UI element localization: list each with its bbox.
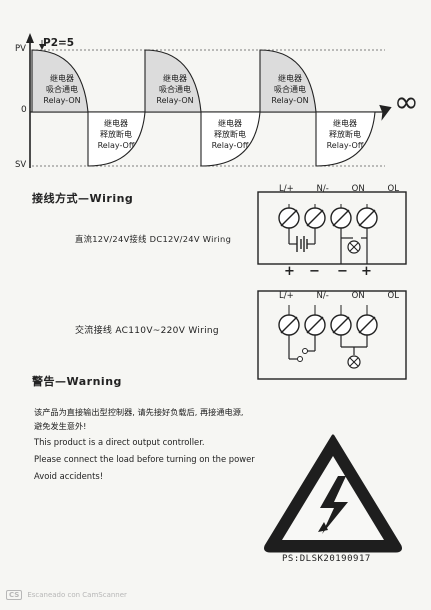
ac-terminal-block: L/+ N/- ON OL bbox=[257, 285, 407, 381]
dc-terminal-block: L/+ N/- ON OL + − − + bbox=[257, 184, 407, 282]
relay-off-hump-2 bbox=[200, 111, 261, 167]
warning-cn-text: 该产品为直接输出型控制器, 请先接好负载后, 再接通电源, 避免发生意外! bbox=[34, 405, 394, 433]
ac-terminal-label-on: ON bbox=[351, 291, 365, 301]
ac-wiring-label: 交流接线 AC110V~220V Wiring bbox=[75, 326, 219, 336]
warning-title: 警告—Warning bbox=[32, 375, 122, 388]
dc-polarity-minus-1: − bbox=[309, 264, 320, 279]
ps-code: PS:DLSK20190917 bbox=[282, 554, 371, 564]
dc-terminal-drawing bbox=[257, 191, 407, 265]
ac-screw-terminals bbox=[278, 305, 378, 336]
relay-off-hump-3 bbox=[315, 111, 376, 167]
high-voltage-warning-icon bbox=[264, 434, 402, 553]
infinity-symbol: ∞ bbox=[394, 85, 419, 120]
relay-timing-diagram bbox=[26, 33, 392, 168]
dc-terminal-label-n: N/- bbox=[316, 184, 329, 194]
warning-en-line-3: Avoid accidents! bbox=[34, 471, 104, 481]
relay-on-label-1: 继电器 吸合通电 Relay-ON bbox=[43, 74, 81, 105]
wiring-title: 接线方式—Wiring bbox=[32, 192, 134, 205]
relay-on-hump-3 bbox=[259, 49, 317, 113]
dc-wiring-label: 直流12V/24V接线 DC12V/24V Wiring bbox=[75, 234, 232, 244]
p2-marker-arrow bbox=[39, 44, 45, 50]
relay-off-label-2: 继电器 释放断电 Relay-Off bbox=[211, 119, 249, 150]
ac-terminal-label-n: N/- bbox=[316, 291, 329, 301]
relay-on-label-3: 继电器 吸合通电 Relay-ON bbox=[271, 74, 309, 105]
relay-off-label-1: 继电器 释放断电 Relay-Off bbox=[97, 119, 135, 150]
dc-polarity-plus-2: + bbox=[361, 264, 372, 279]
dc-terminal-label-ol: OL bbox=[387, 184, 399, 194]
ac-terminal-labels: L/+ N/- ON OL bbox=[279, 291, 399, 301]
dc-screw-terminals bbox=[278, 204, 378, 229]
dc-terminal-labels: L/+ N/- ON OL bbox=[279, 184, 399, 194]
dc-polarity-minus-2: − bbox=[337, 264, 348, 279]
warning-cn-line-2: 避免发生意外! bbox=[34, 421, 87, 431]
dc-lamp-symbol bbox=[340, 228, 368, 264]
scanner-watermark: CS Escaneado con CamScanner bbox=[6, 590, 127, 600]
dc-terminal-label-l: L/+ bbox=[279, 184, 294, 194]
ac-terminal-label-ol: OL bbox=[387, 291, 399, 301]
dc-terminal-label-on: ON bbox=[351, 184, 365, 194]
ac-lamp-symbol bbox=[340, 335, 368, 369]
camscanner-logo-icon: CS bbox=[6, 590, 23, 600]
axis-sv-label: SV bbox=[15, 160, 27, 170]
p2-label: P2=5 bbox=[43, 37, 75, 49]
ac-terminal-drawing bbox=[257, 290, 407, 380]
relay-on-hump-2 bbox=[144, 49, 202, 113]
zero-axis-arrow bbox=[379, 104, 392, 121]
relay-on-label-2: 继电器 吸合通电 Relay-ON bbox=[156, 74, 194, 105]
dc-battery-symbol bbox=[288, 228, 316, 252]
axis-arrow-up bbox=[26, 33, 34, 43]
relay-off-hump-1 bbox=[87, 111, 146, 167]
axis-pv-label: PV bbox=[15, 44, 26, 54]
dc-polarity-plus-1: + bbox=[284, 264, 295, 279]
scanner-watermark-text: Escaneado con CamScanner bbox=[27, 591, 127, 599]
warning-cn-line-1: 该产品为直接输出型控制器, 请先接好负载后, 再接通电源, bbox=[34, 407, 244, 417]
warning-en-line-2: Please connect the load before turning o… bbox=[34, 454, 255, 464]
relay-on-hump-1 bbox=[31, 49, 89, 113]
warning-en-text: This product is a direct output controll… bbox=[34, 434, 314, 485]
relay-off-label-3: 继电器 释放断电 Relay-Off bbox=[326, 119, 364, 150]
axis-zero-label: 0 bbox=[21, 105, 27, 115]
warning-en-line-1: This product is a direct output controll… bbox=[34, 437, 205, 447]
ac-terminal-label-l: L/+ bbox=[279, 291, 294, 301]
ac-mains-connection bbox=[288, 335, 316, 362]
